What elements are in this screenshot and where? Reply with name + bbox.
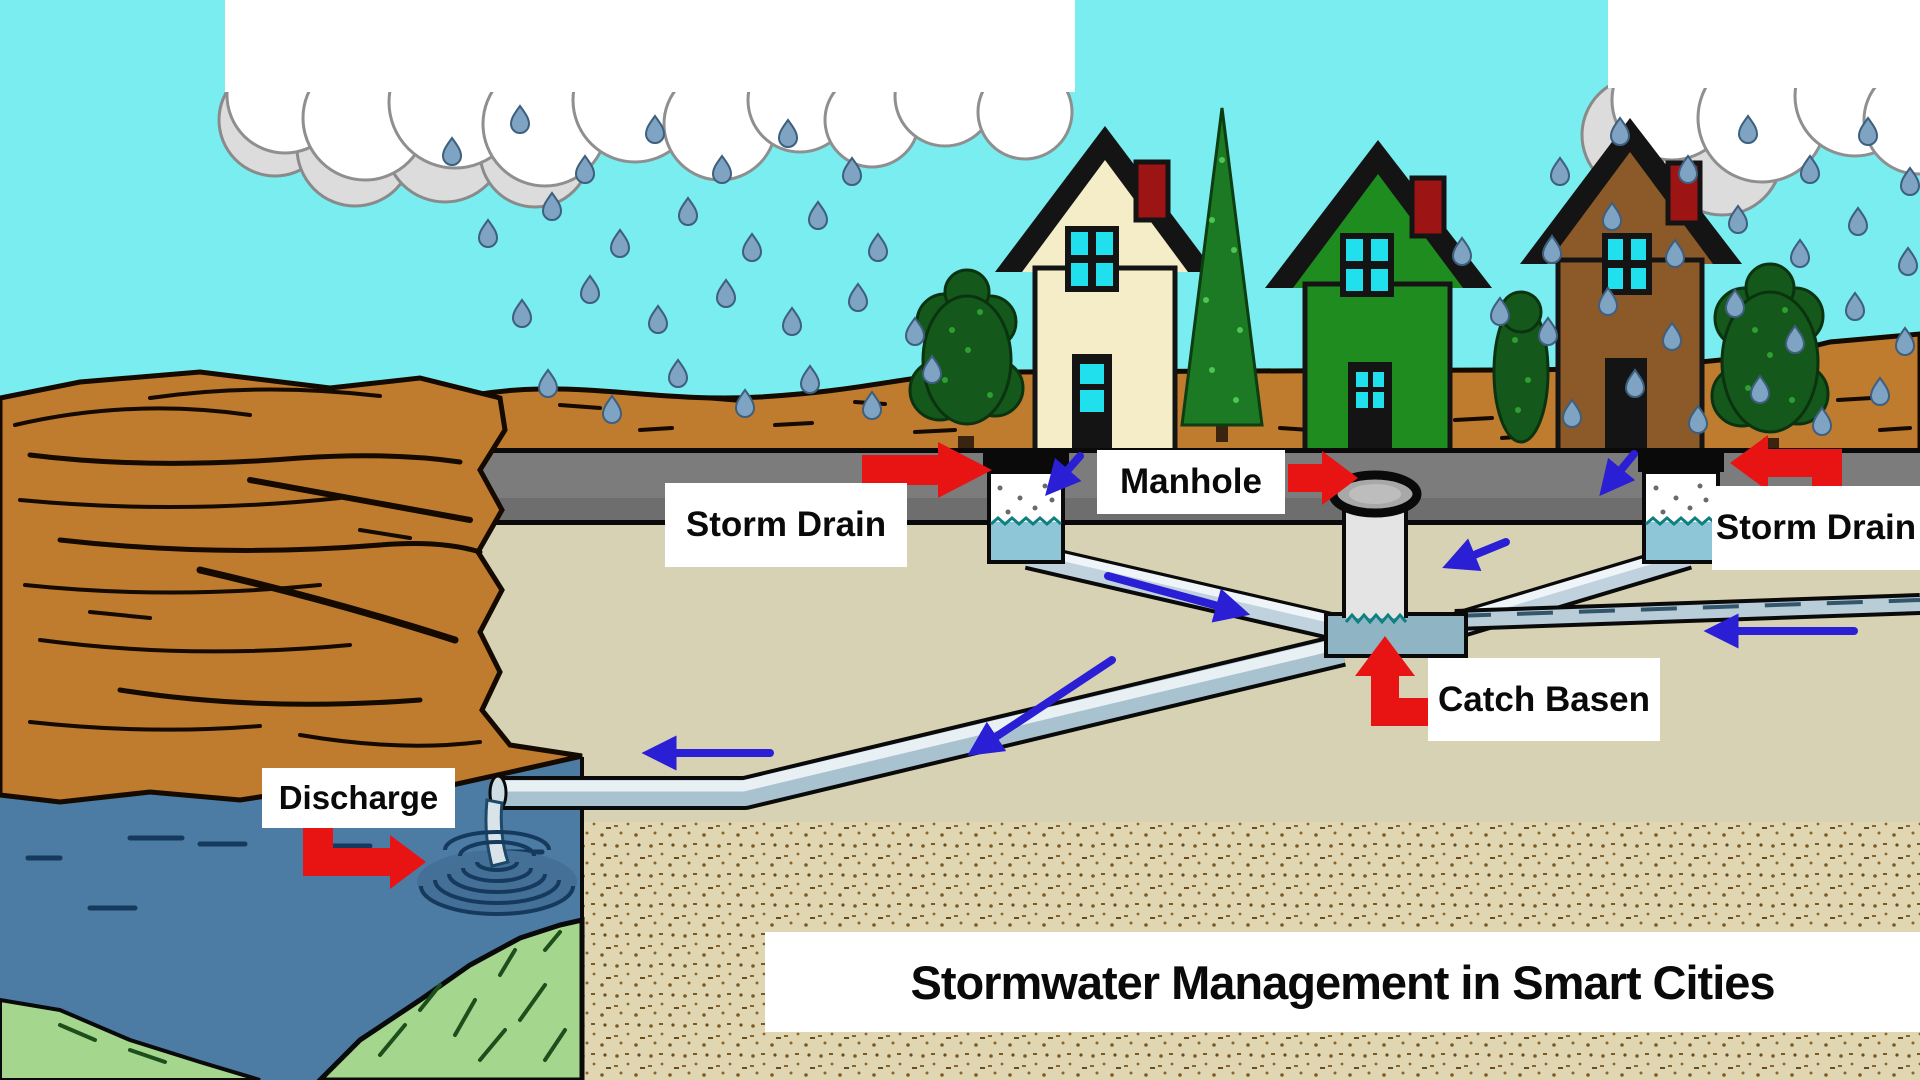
chimney [1133, 159, 1171, 223]
grass-sketch-strokes [58, 930, 567, 1064]
house-green [1265, 140, 1492, 455]
flow-arrows-blue [641, 450, 1858, 771]
window-upper [1340, 233, 1394, 297]
catch-basin-label: Catch Basen [1428, 658, 1660, 741]
drain-speckles [1653, 483, 1709, 515]
manhole-pointer-arrow [1288, 451, 1358, 505]
pipe-discharge-main [488, 633, 1346, 812]
hill-cutaway [0, 369, 583, 805]
tree-bush-small [1492, 290, 1550, 444]
pointer-arrows-red [303, 435, 1842, 889]
hill-strata-lines [13, 387, 483, 748]
flow-arrow-left-pipe [1104, 572, 1251, 623]
rain-cloud-left [217, 0, 1075, 209]
door [1605, 358, 1647, 452]
tree-conifer [1180, 107, 1264, 442]
storm-drain-left-structure [983, 452, 1069, 564]
drain-speckles [997, 483, 1055, 515]
pipe-right-lateral [1454, 593, 1920, 631]
window-upper [1602, 233, 1652, 295]
manhole-structure [1328, 470, 1422, 625]
chimney [1409, 175, 1447, 239]
diagram-title: Stormwater Management in Smart Cities [765, 932, 1920, 1032]
storm-drain-left-pointer-arrow [862, 442, 992, 522]
tree-round-left [908, 268, 1025, 456]
manhole-label: Manhole [1097, 450, 1285, 514]
storm-drain-right-pointer-arrow [1730, 435, 1842, 493]
storm-drain-right-label: Storm Drain [1712, 486, 1920, 570]
door [1348, 362, 1392, 452]
discharge-ripples [417, 798, 577, 916]
storm-drain-left-label: Storm Drain [665, 483, 907, 567]
flow-arrow-into-left-drain [1045, 452, 1084, 496]
flow-arrow-into-right-drain [1599, 450, 1638, 497]
flow-arrow-discharge-slope [967, 656, 1116, 756]
grass-bank [0, 916, 585, 1080]
flow-arrow-right-pipe [1442, 538, 1510, 572]
door [1072, 354, 1112, 452]
house-cream [995, 126, 1215, 455]
storm-drain-right-structure [1638, 452, 1724, 564]
discharge-label: Discharge [262, 768, 455, 828]
pipe-left-drain-to-basin [1024, 542, 1352, 644]
discharge-pointer-arrow [303, 824, 426, 889]
window-upper [1065, 226, 1119, 292]
